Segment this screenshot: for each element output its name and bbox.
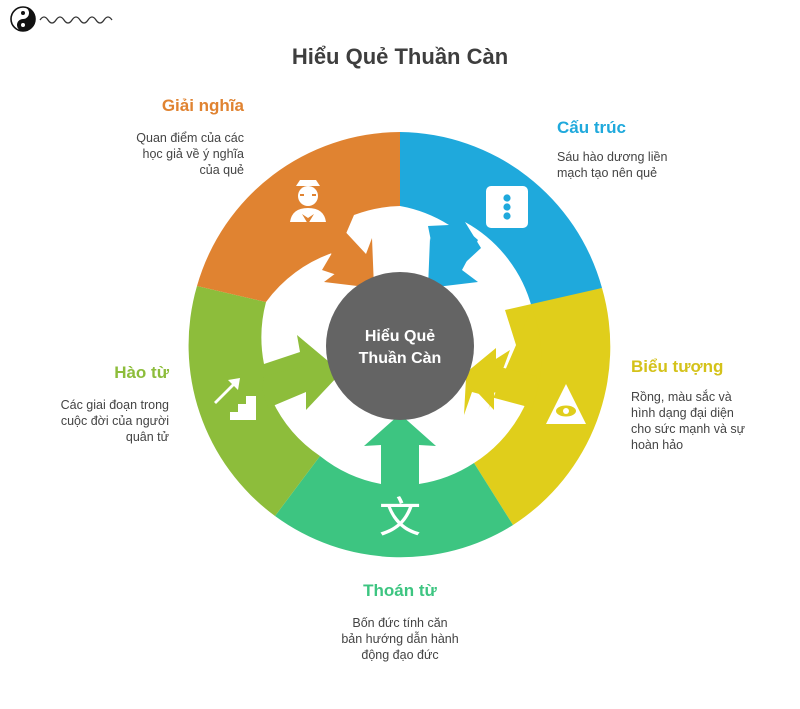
- vertical-dots-icon: [486, 186, 528, 228]
- desc-line: mạch tạo nên quẻ: [557, 166, 658, 180]
- desc-line: cho sức mạnh và sự: [631, 422, 746, 436]
- center-circle: [326, 272, 474, 420]
- page-title: Hiểu Quẻ Thuần Càn: [291, 44, 509, 69]
- bieu-tuong-desc: Rồng, màu sắc và hình dạng đại diện cho …: [631, 389, 791, 453]
- desc-line: hoàn hảo: [631, 438, 684, 452]
- arrow-hao-tu: [262, 348, 338, 410]
- giai-nghia-desc: Quan điểm của các học giả về ý nghĩa của…: [100, 130, 244, 178]
- desc-line: cuộc đời của người: [60, 414, 169, 428]
- arrow-cau-truc: [428, 226, 478, 288]
- thoan-tu-title: Thoán từ: [363, 581, 437, 600]
- sector-hao-tu: [188, 286, 334, 516]
- scholar-icon: [290, 180, 326, 224]
- arrow-giai-nghia: [324, 226, 374, 288]
- desc-line: Sáu hào dương liền: [557, 150, 668, 164]
- giai-nghia-title: Giải nghĩa: [161, 96, 244, 115]
- center-label-line2: Thuần Càn: [359, 350, 442, 367]
- desc-line: quân tử: [125, 430, 169, 444]
- center-label-line1: Hiểu Quẻ: [365, 327, 435, 345]
- desc-line: Rồng, màu sắc và: [631, 390, 732, 404]
- sector-thoan-tu: [275, 414, 513, 558]
- hao-tu-desc: Các giai đoạn trong cuộc đời của người q…: [20, 397, 169, 445]
- desc-line: của quẻ: [199, 163, 244, 177]
- cau-truc-title: Cấu trúc: [557, 118, 626, 137]
- desc-line: động đạo đức: [361, 648, 439, 662]
- stairs-arrow-icon: [214, 378, 256, 420]
- logo-scribble: [39, 16, 113, 24]
- hao-tu-title: Hào từ: [114, 363, 169, 382]
- desc-line: học giả về ý nghĩa: [142, 147, 244, 161]
- cau-truc-desc: Sáu hào dương liền mạch tạo nên quẻ: [557, 149, 757, 181]
- desc-line: Quan điểm của các: [136, 131, 244, 145]
- wen-character-icon: 文: [379, 493, 421, 542]
- sector-bieu-tuong: [474, 288, 611, 525]
- thoan-tu-desc: Bốn đức tính căn bản hướng dẫn hành động…: [300, 615, 500, 663]
- logo: [10, 6, 113, 32]
- bieu-tuong-title: Biểu tượng: [631, 357, 724, 376]
- desc-line: Các giai đoạn trong: [60, 398, 169, 412]
- desc-line: Bốn đức tính căn: [352, 616, 448, 630]
- eye-triangle-icon: [546, 384, 586, 424]
- desc-line: hình dạng đại diện: [631, 406, 734, 420]
- desc-line: bản hướng dẫn hành: [341, 632, 459, 646]
- arrow-bieu-tuong: [462, 348, 538, 410]
- yin-yang-icon: [10, 6, 36, 32]
